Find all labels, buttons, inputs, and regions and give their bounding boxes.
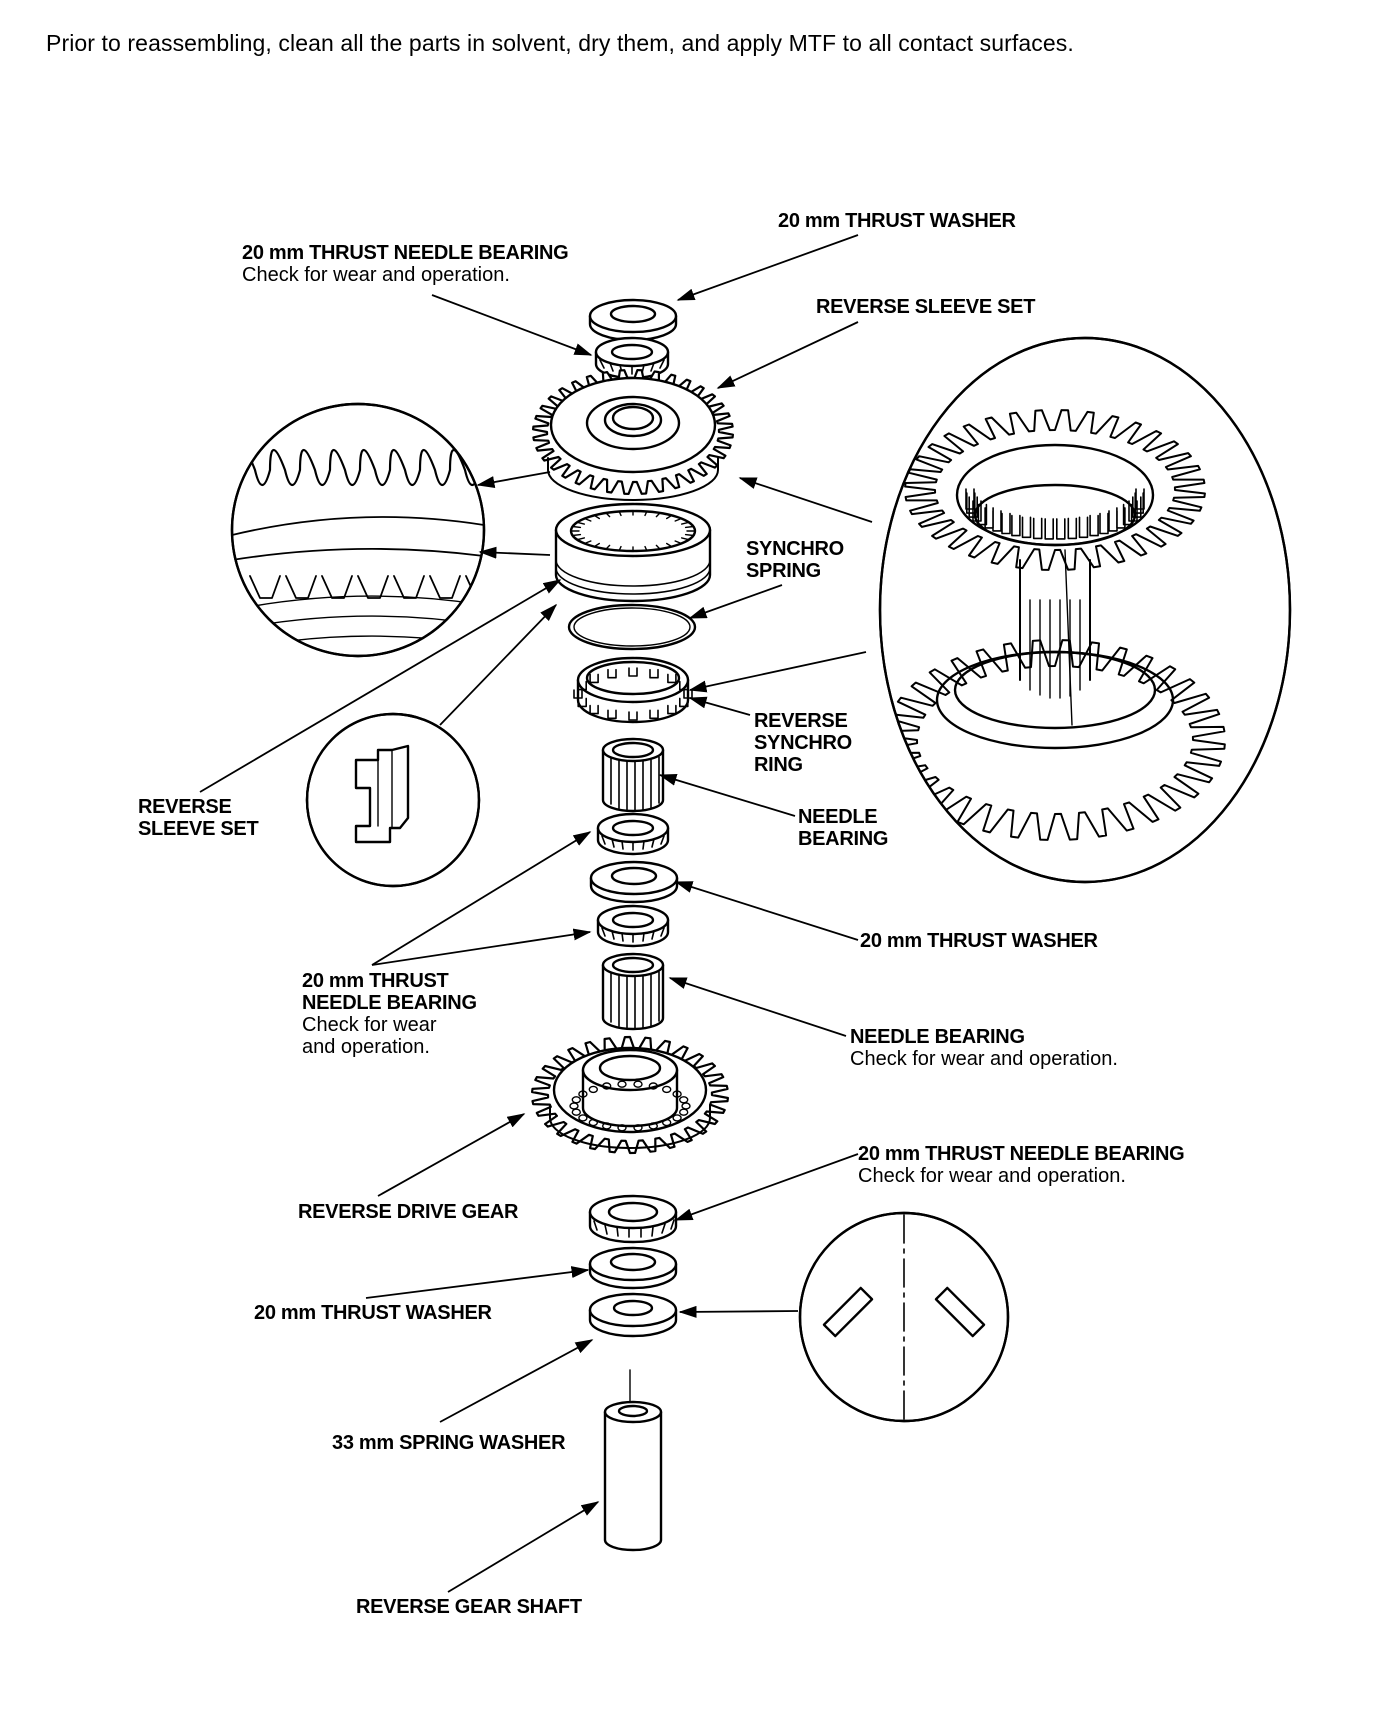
label-reverse-gear-shaft: REVERSE GEAR SHAFT (356, 1596, 582, 1618)
synchro-hub-sleeve (554, 502, 712, 603)
label-title-line-1: 20 mm THRUST (302, 970, 449, 992)
label-title-line-2: BEARING (798, 828, 889, 850)
label-thrust-needle-bearing-bottom: 20 mm THRUST NEEDLE BEARING Check for we… (858, 1143, 1185, 1187)
synchro-spring-ring (567, 603, 697, 651)
roller-mark (648, 1082, 658, 1090)
label-title-line-2: SLEEVE SET (138, 818, 259, 840)
roller-mark (633, 1124, 643, 1132)
label-title: REVERSE GEAR SHAFT (356, 1596, 582, 1618)
label-thrust-washer-middle: 20 mm THRUST WASHER (860, 930, 1098, 952)
roller-mark (588, 1085, 598, 1094)
spring-washer-part (588, 1292, 678, 1338)
left-detail-circle (230, 402, 486, 658)
leader-lines (199, 234, 873, 1593)
label-thrust-needle-bearing-top: 20 mm THRUST NEEDLE BEARING Check for we… (242, 242, 569, 286)
thrust-needle-bearing-top (594, 336, 670, 380)
roller-mark (571, 1096, 581, 1104)
roller-mark (617, 1124, 627, 1132)
label-title-line-1: NEEDLE (798, 806, 878, 828)
roller-mark (617, 1080, 627, 1088)
label-title: 33 mm SPRING WASHER (332, 1432, 566, 1454)
thrust-needle-bearing-middle-2 (596, 904, 670, 948)
thrust-needle-bearing-middle-1 (596, 812, 670, 856)
label-needle-bearing-lower: NEEDLE BEARING Check for wear and operat… (850, 1026, 1118, 1070)
reverse-gear-shaft-part (603, 1400, 663, 1552)
label-title-line-1: SYNCHRO (746, 538, 844, 560)
roller-mark (662, 1085, 672, 1094)
hub-spline-marks (570, 510, 696, 552)
instruction-text: Prior to reassembling, clean all the par… (46, 30, 1074, 56)
label-reverse-sleeve-set-right: REVERSE SLEEVE SET (816, 296, 1035, 318)
roller-mark (679, 1096, 689, 1104)
label-title-line-2: NEEDLE BEARING (302, 992, 477, 1014)
roller-mark (578, 1090, 588, 1098)
roller-mark (672, 1114, 682, 1122)
reverse-sleeve-gear (531, 369, 735, 501)
needle-bearing-lower-cage (601, 952, 665, 1031)
roller-mark (578, 1114, 588, 1122)
reverse-drive-gear-part (530, 1035, 730, 1155)
label-title-line-2: SYNCHRO (754, 732, 852, 754)
label-title: 20 mm THRUST WASHER (778, 210, 1016, 232)
label-title: 20 mm THRUST NEEDLE BEARING (242, 242, 569, 264)
label-spring-washer: 33 mm SPRING WASHER (332, 1432, 566, 1454)
label-title: 20 mm THRUST WASHER (254, 1302, 492, 1324)
right-detail-ellipse (878, 336, 1292, 884)
roller-mark (672, 1090, 682, 1098)
label-title: REVERSE DRIVE GEAR (298, 1201, 519, 1223)
label-title: NEEDLE BEARING (850, 1026, 1025, 1048)
thrust-needle-bearing-bottom (588, 1194, 678, 1244)
key-detail-circle (305, 712, 481, 888)
label-note-line-2: and operation. (302, 1036, 430, 1058)
label-title: 20 mm THRUST NEEDLE BEARING (858, 1143, 1185, 1165)
label-title-line-2: SPRING (746, 560, 821, 582)
roller-mark (633, 1080, 643, 1088)
label-reverse-synchro-ring: REVERSE SYNCHRO RING (754, 710, 852, 776)
label-note: Check for wear and operation. (858, 1165, 1126, 1187)
label-thrust-needle-bearing-middle: 20 mm THRUST NEEDLE BEARING Check for we… (302, 970, 477, 1058)
roller-mark (588, 1118, 598, 1127)
label-title: 20 mm THRUST WASHER (860, 930, 1098, 952)
label-title: REVERSE SLEEVE SET (816, 296, 1036, 318)
label-title-line-1: REVERSE (754, 710, 848, 732)
label-needle-bearing-upper: NEEDLE BEARING (798, 806, 888, 850)
label-title-line-1: REVERSE (138, 796, 232, 818)
bottom-detail-circle (798, 1211, 1010, 1423)
roller-mark (648, 1122, 658, 1130)
roller-mark (662, 1118, 672, 1127)
label-reverse-drive-gear: REVERSE DRIVE GEAR (298, 1201, 519, 1223)
reverse-synchro-ring-part (573, 656, 693, 724)
label-thrust-washer-top: 20 mm THRUST WASHER (778, 210, 1016, 232)
roller-mark (602, 1082, 612, 1090)
label-reverse-sleeve-set-left: REVERSE SLEEVE SET (138, 796, 259, 840)
label-thrust-washer-bottom: 20 mm THRUST WASHER (254, 1302, 492, 1324)
thrust-washer-middle (589, 860, 679, 904)
roller-mark (679, 1108, 689, 1116)
thrust-washer-bottom (588, 1246, 678, 1290)
needle-bearing-upper-cage (601, 737, 665, 813)
label-note: Check for wear and operation. (850, 1048, 1118, 1070)
label-title-line-3: RING (754, 754, 803, 776)
label-note-line-1: Check for wear (302, 1014, 437, 1036)
label-synchro-spring: SYNCHRO SPRING (746, 538, 844, 582)
thrust-washer-top (588, 298, 678, 342)
roller-mark (602, 1122, 612, 1130)
synchro-ring-teeth (573, 667, 693, 721)
label-note: Check for wear and operation. (242, 264, 510, 286)
